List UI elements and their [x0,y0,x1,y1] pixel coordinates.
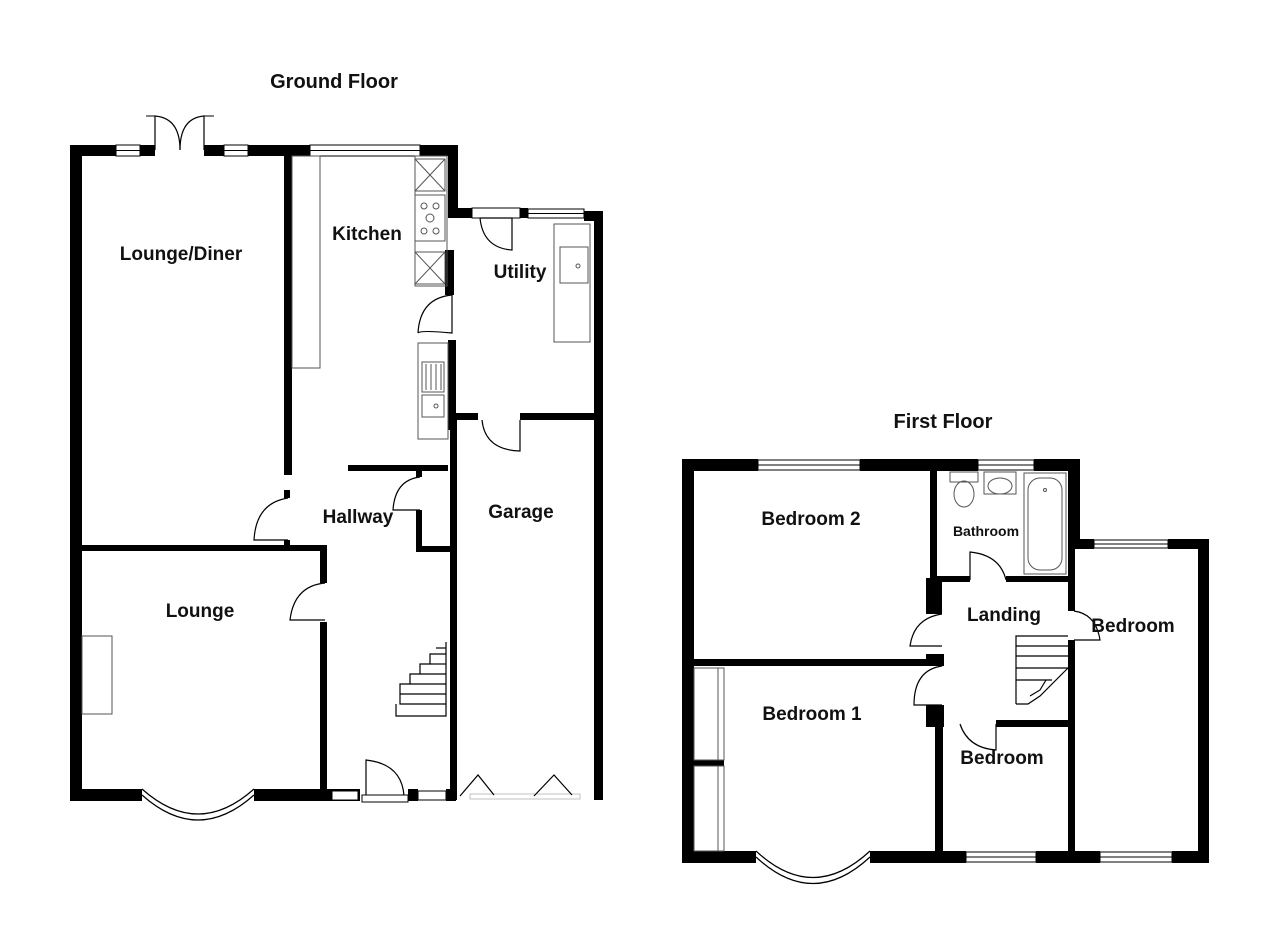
ground-floor-windows [115,144,585,801]
room-label-utility: Utility [494,262,547,283]
room-label-bedroom-small: Bedroom [960,748,1043,769]
room-label-bathroom: Bathroom [953,523,1019,539]
room-label-garage: Garage [488,502,553,523]
bedroom1-bay-window [755,856,871,885]
ground-floor-title: Ground Floor [270,71,398,93]
room-label-bedroom-2: Bedroom 2 [761,509,860,530]
garage-doors [459,774,581,800]
ground-stairs [395,642,447,717]
first-floor-title: First Floor [894,411,993,433]
french-doors [146,115,214,151]
ground-floor-doors [253,217,521,803]
first-floor-walls [682,459,1209,863]
first-floor: First Floor [682,411,1209,885]
ground-floor-walls [70,145,603,801]
bedroom1-wardrobes [693,667,725,852]
room-label-bedroom-right: Bedroom [1091,616,1174,637]
first-floor-stairs [1015,635,1069,705]
lounge-fireplace [81,635,113,715]
ground-floor: Ground Floor [70,71,603,821]
room-label-bedroom-1: Bedroom 1 [762,704,862,725]
lounge-bay-window [141,794,255,821]
kitchen-units [291,155,591,440]
first-floor-doors [909,551,1101,751]
room-label-lounge-diner: Lounge/Diner [120,244,243,265]
bathroom-fixtures [949,471,1067,575]
room-label-landing: Landing [967,605,1041,626]
room-label-hallway: Hallway [323,507,394,528]
first-floor-windows [757,459,1173,863]
room-label-lounge: Lounge [166,601,235,622]
room-label-kitchen: Kitchen [332,224,402,245]
